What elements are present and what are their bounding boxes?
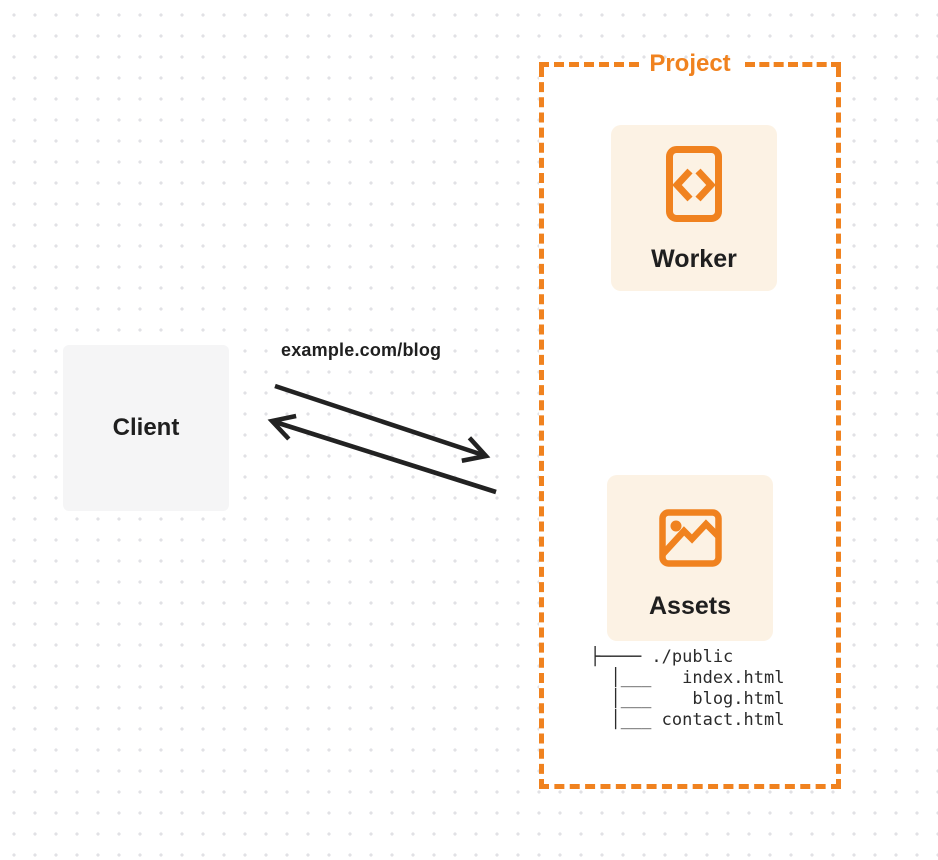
file-tree-item: │___ index.html — [590, 668, 785, 688]
project-border-top-right — [745, 62, 841, 67]
request-arrow — [274, 383, 491, 463]
client-label: Client — [112, 414, 180, 441]
image-icon — [658, 509, 722, 567]
project-border-top-left — [539, 62, 639, 67]
file-tree-item: │___ blog.html — [590, 689, 785, 709]
worker-label: Worker — [651, 245, 737, 273]
request-url-label: example.com/blog — [281, 340, 442, 360]
client-node: Client — [63, 345, 229, 511]
assets-file-tree: ├──── ./public │___ index.html │___ blog… — [590, 647, 784, 731]
worker-node: Worker — [611, 125, 777, 291]
file-tree-item: │___ contact.html — [590, 710, 785, 730]
file-tree-root: ├──── ./public — [590, 647, 734, 667]
project-label: Project — [649, 50, 731, 77]
project-boundary: Project Worker Assets ├──── ./public │__… — [539, 50, 841, 789]
response-arrow — [267, 413, 497, 495]
assets-node: Assets — [607, 475, 773, 641]
code-document-icon — [666, 146, 722, 222]
assets-label: Assets — [649, 592, 731, 620]
